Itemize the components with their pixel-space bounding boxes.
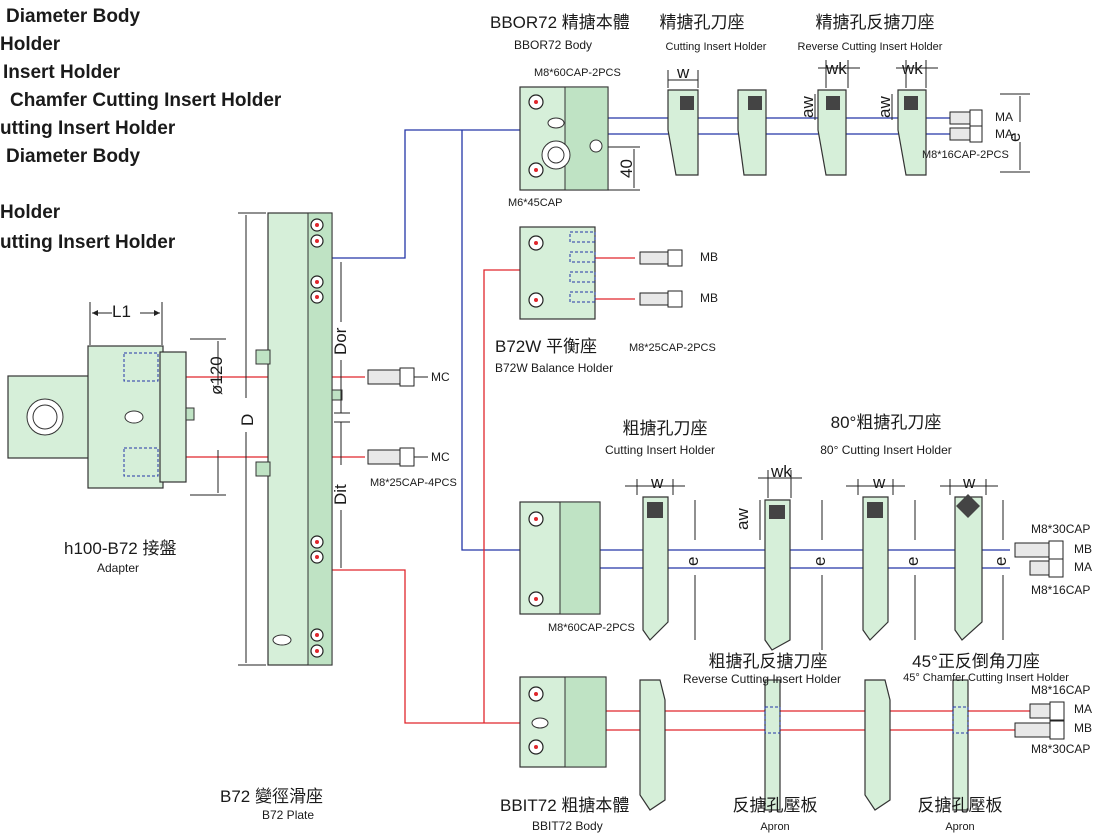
bbor-screw-top: M8*60CAP-2PCS [534,67,621,79]
ma-top-1: MA [995,110,1013,124]
ma-top-2: MA [995,127,1013,141]
bbor-title-zh: BBOR72 精搪本體 [490,13,630,32]
dit-dimension: Dit [331,484,350,505]
legend-line: Holder [0,202,61,223]
balance-screw: M8*25CAP-2PCS [629,342,716,354]
adapter-title-en: Adapter [97,561,140,575]
rough-right-mb: MB [1074,542,1092,556]
rough-reverse-wk: wk [771,462,792,481]
chamfer-title-en: 45° Chamfer Cutting Insert Holder [903,672,1069,684]
rough-holder-title-zh: 粗搪孔刀座 [622,419,708,438]
legend-line: Holder [0,34,61,55]
bbit-right-screws [1014,701,1065,740]
bbor-title-en: BBOR72 Body [514,38,593,52]
balance-mb-1: MB [700,250,718,264]
mc-label-2: MC [431,450,450,464]
fine-reverse-wk-2: wk [902,59,923,78]
rough-body-drawing [519,501,601,615]
plate-title-en: B72 Plate [262,808,315,822]
bbit-title-en: BBIT72 Body [532,819,603,833]
adapter-drawing [7,345,195,489]
legend-line: Insert Holder [3,62,121,83]
bbit-title-zh: BBIT72 粗搪本體 [500,796,630,815]
legend-line: Chamfer Cutting Insert Holder [10,90,282,111]
apron-2-title-en: Apron [945,821,975,833]
adapter-title-zh: h100-B72 接盤 [64,539,177,558]
fine-holder-title-en: Cutting Insert Holder [665,41,767,53]
bbit-body-drawing [519,676,969,811]
rough80-title-zh: 80°粗搪孔刀座 [830,413,942,432]
fine-holders-drawing [667,89,927,176]
balance-holder-drawing [519,226,683,320]
legend-line: utting Insert Holder [0,118,176,139]
rough80-e: e [903,556,922,566]
balance-mb-2: MB [700,291,718,305]
rough-holders-drawing [642,494,983,651]
rough80-title-en: 80° Cutting Insert Holder [820,443,952,457]
fine-reverse-title-en: Reverse Cutting Insert Holder [797,41,943,53]
fine-reverse-wk-1: wk [826,59,847,78]
apron-2-title-zh: 反搪孔壓板 [917,796,1003,815]
bbit-right-ma: MA [1074,702,1092,716]
balance-title-zh: B72W 平衡座 [495,337,598,356]
chamfer-w: w [963,473,976,492]
legend-line: Diameter Body [6,6,141,27]
rough-holder-aw: aw [733,508,752,530]
rough-holder-w: w [651,473,664,492]
bbit-right-screw-2: M8*30CAP [1031,742,1091,756]
plate-title-zh: B72 變徑滑座 [220,787,323,806]
apron-1-title-en: Apron [760,821,790,833]
fine-holder-aw-1: aw [798,96,817,118]
chamfer-title-zh: 45°正反倒角刀座 [912,652,1040,671]
rough-right-ma: MA [1074,560,1092,574]
rough-reverse-title-en: Reverse Cutting Insert Holder [682,672,842,686]
diameter-120-dimension: ø120 [207,356,226,395]
rough-holder-e: e [683,556,702,566]
fine-holder-w: w [677,63,690,82]
legend-line: utting Insert Holder [0,232,176,253]
mc-screws [367,367,428,467]
l1-dimension: L1 [112,302,131,321]
apron-1-title-zh: 反搪孔壓板 [732,796,818,815]
fine-holder-title-zh: 精搪孔刀座 [659,13,745,32]
ma-top-screw: M8*16CAP-2PCS [922,149,1009,161]
bbor-screw-bottom: M6*45CAP [508,197,563,209]
rough-right-screw-1: M8*30CAP [1031,522,1091,536]
dor-dimension: Dor [331,327,350,355]
dim-40: 40 [617,159,636,178]
bbit-right-screw-1: M8*16CAP [1031,683,1091,697]
d-dimension: D [238,413,257,426]
rough-holder-title-en: Cutting Insert Holder [604,443,716,457]
legend-line: Diameter Body [6,146,141,167]
ma-screws-top [949,109,983,143]
rough-right-screw-2: M8*16CAP [1031,583,1091,597]
balance-title-en: B72W Balance Holder [495,361,614,375]
chamfer-e: e [991,556,1010,566]
rough-body-screw: M8*60CAP-2PCS [548,622,635,634]
bbor-body-drawing [519,86,609,191]
rough-reverse-title-zh: 粗搪孔反搪刀座 [708,652,828,671]
bbit-right-mb: MB [1074,721,1092,735]
plate-drawing [255,212,343,666]
fine-reverse-title-zh: 精搪孔反搪刀座 [815,13,935,32]
rough80-w: w [873,473,886,492]
rough-reverse-e: e [810,556,829,566]
rough-right-screws [1014,540,1064,578]
mc-label-1: MC [431,370,450,384]
mc-screw-spec: M8*25CAP-4PCS [370,477,457,489]
fine-reverse-aw: aw [875,96,894,118]
